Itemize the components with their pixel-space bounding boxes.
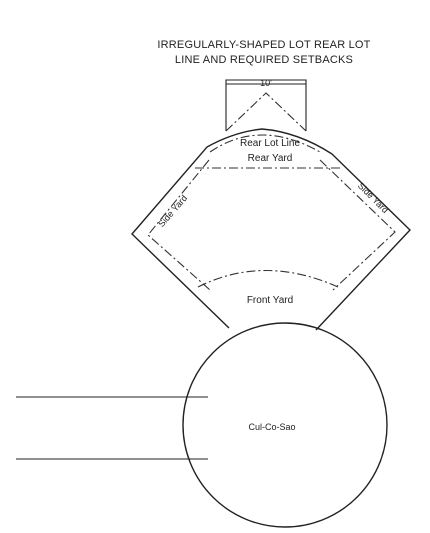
rear-lot-line [209, 134, 321, 153]
lot-boundary [131, 128, 411, 331]
diagram-title-line-1: IRREGULARLY-SHAPED LOT REAR LOT [157, 39, 370, 51]
diagram-title-line-2: LINE AND REQUIRED SETBACKS [175, 54, 353, 66]
rear-lot-line-triangle [225, 92, 307, 132]
dimension-label: 10' [260, 78, 272, 88]
rear-lot-line-label: Rear Lot Line [240, 138, 300, 149]
cul-de-sac-circle [182, 322, 388, 528]
dimension-box [225, 79, 307, 131]
cul-de-sac-label: Cul-Co-Sao [248, 422, 295, 432]
rear-yard-label: Rear Yard [248, 153, 293, 164]
front-yard-setback [197, 270, 339, 288]
side-yard-label-left: Side Yard [156, 193, 189, 229]
side-yard-label-right: Side Yard [356, 181, 390, 215]
front-yard-label: Front Yard [247, 295, 293, 306]
side-yard-setback-right [319, 159, 396, 291]
